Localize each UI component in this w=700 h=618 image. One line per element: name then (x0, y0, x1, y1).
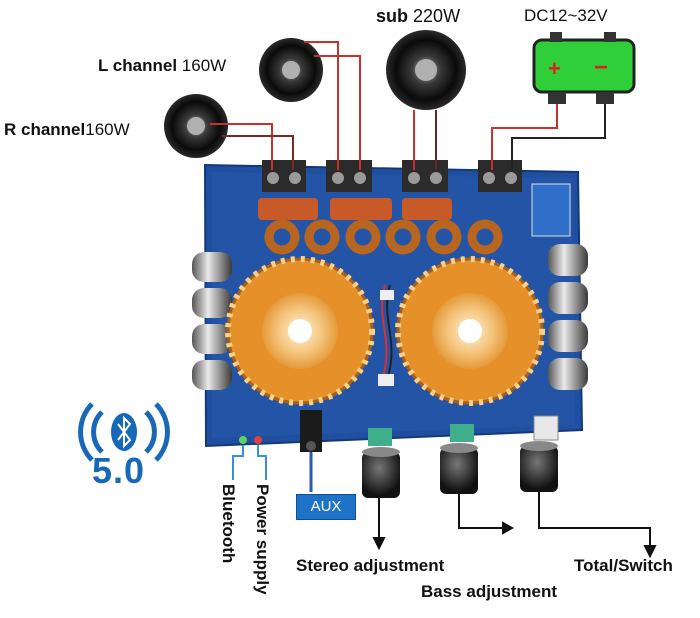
total-switch-label: Total/Switch (574, 556, 673, 575)
bluetooth-led (239, 436, 247, 444)
power-supply-label: Power supply (253, 484, 272, 595)
bass-adjustment-label: Bass adjustment (421, 582, 558, 601)
heatsink-left (225, 256, 375, 406)
stereo-adjustment-label: Stereo adjustment (296, 556, 445, 575)
sub-power-text: 220W (413, 6, 461, 26)
speaker-icon (164, 94, 228, 158)
l-channel-label: L channel 160W (98, 56, 226, 76)
capacitors-right (548, 244, 588, 390)
speaker-icon (386, 30, 466, 110)
film-capacitor (330, 198, 392, 220)
battery-icon (532, 32, 636, 104)
battery-minus: − (594, 54, 609, 81)
power-led (254, 436, 262, 444)
r-channel-label: R channel160W (4, 120, 130, 140)
sub-label: sub 220W (376, 6, 460, 27)
film-capacitor (258, 198, 318, 220)
l-power-text: 160W (181, 56, 227, 75)
terminal-blocks (262, 160, 522, 192)
sub-text: sub (376, 6, 409, 26)
power-wires (491, 104, 558, 170)
capacitors-left (192, 252, 232, 390)
knob-bass (440, 443, 478, 494)
dc-voltage-label: DC12~32V (524, 6, 608, 25)
heatsink-right (395, 256, 545, 406)
film-capacitor (402, 198, 452, 220)
knob-stereo (362, 447, 400, 498)
speaker-icon (259, 38, 323, 102)
knob-total (520, 441, 558, 492)
aux-jack (300, 410, 322, 452)
inductor-coils (264, 219, 503, 255)
bluetooth-icon (78, 402, 170, 462)
r-channel-text: R channel (4, 120, 86, 139)
bluetooth-label: Bluetooth (219, 484, 238, 564)
l-channel-text: L channel (98, 56, 178, 75)
r-power-text: 160W (85, 120, 130, 139)
aux-label: AUX (296, 494, 356, 520)
bluetooth-version: 5.0 (92, 450, 146, 491)
battery-plus: + (548, 56, 561, 81)
relay (531, 183, 571, 237)
